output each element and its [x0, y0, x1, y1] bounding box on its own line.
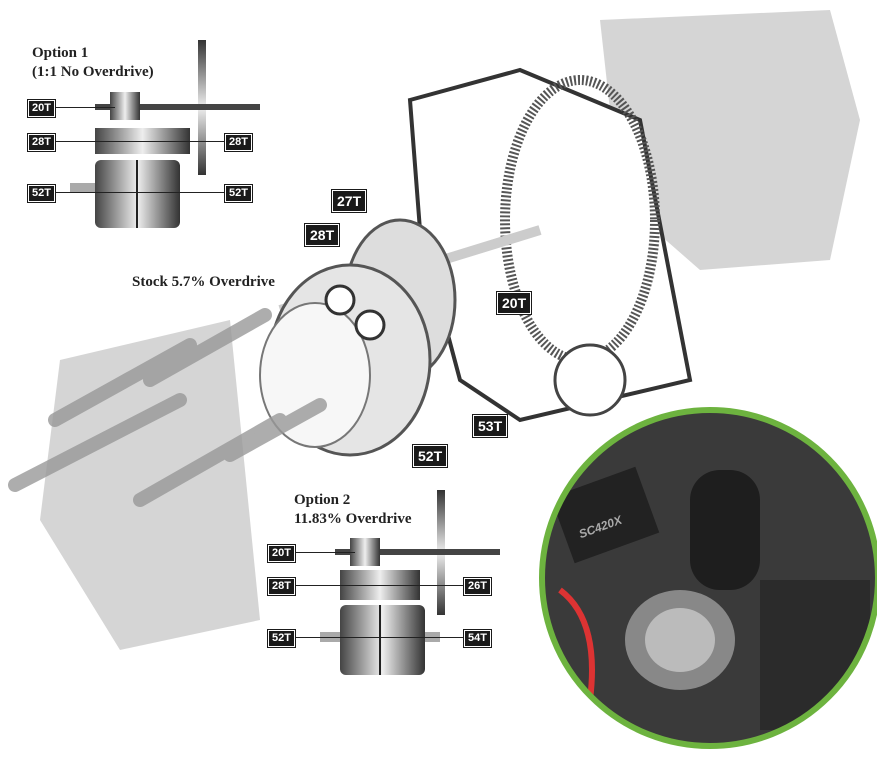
leader-line [295, 552, 355, 553]
leader-line [295, 585, 465, 586]
leader-line [295, 637, 465, 638]
leader-line [55, 107, 115, 108]
label-20t: 20T [497, 292, 532, 314]
label-28t: 28T [28, 134, 55, 151]
label-26t: 26T [464, 578, 491, 595]
label-28t: 28T [305, 224, 340, 246]
label-28t: 28T [268, 578, 295, 595]
option2-title: Option 2 11.83% Overdrive [294, 491, 411, 529]
label-27t: 27T [332, 190, 367, 212]
label-52t: 52T [28, 185, 55, 202]
label-28t-right: 28T [225, 134, 252, 151]
label-53t: 53T [473, 415, 508, 437]
option1-title-line2: (1:1 No Overdrive) [32, 64, 154, 80]
label-20t: 20T [268, 545, 295, 562]
installed-transmission-photo [542, 410, 877, 746]
label-52t-right: 52T [225, 185, 252, 202]
option1-title: Option 1 (1:1 No Overdrive) [32, 44, 154, 82]
label-52t: 52T [268, 630, 295, 647]
option2-title-line1: Option 2 [294, 492, 351, 508]
leader-line [55, 141, 235, 142]
stock-title: Stock 5.7% Overdrive [132, 274, 275, 290]
option1-gear-diagram [70, 40, 260, 228]
label-54t: 54T [464, 630, 491, 647]
label-20t: 20T [28, 100, 55, 117]
label-52t: 52T [413, 445, 448, 467]
option2-title-line2: 11.83% Overdrive [294, 511, 412, 527]
leader-line [55, 192, 235, 193]
option1-title-line1: Option 1 [32, 45, 89, 61]
